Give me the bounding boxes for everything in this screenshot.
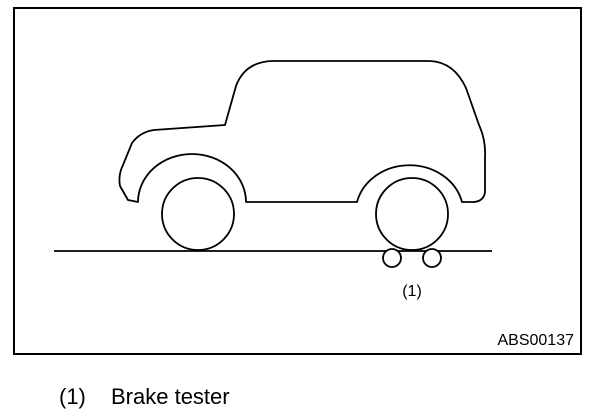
- legend: (1) Brake tester: [59, 384, 230, 410]
- figure-code: ABS00137: [497, 332, 574, 349]
- legend-item-text: Brake tester: [111, 384, 230, 409]
- brake-tester-roller-left: [382, 248, 402, 268]
- front-wheel: [161, 177, 235, 251]
- car-body: [118, 60, 487, 203]
- callout-label: (1): [402, 283, 422, 300]
- legend-item-number: (1): [59, 384, 86, 409]
- brake-tester-roller-right: [422, 248, 442, 268]
- figure-frame: [13, 7, 582, 355]
- rear-wheel: [375, 177, 449, 251]
